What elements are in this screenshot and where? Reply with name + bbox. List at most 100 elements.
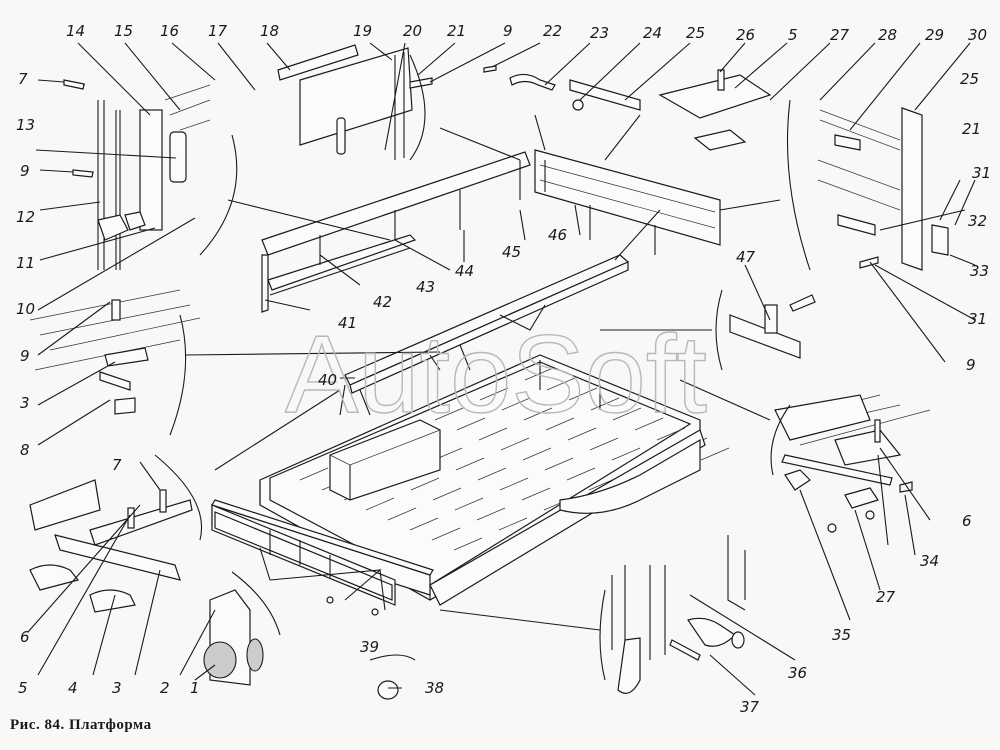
- callout-3: 3: [112, 679, 122, 697]
- callout-23: 23: [590, 24, 609, 42]
- callout-27: 27: [830, 26, 850, 44]
- floor-slot: [546, 377, 576, 391]
- floor-slot: [499, 477, 529, 491]
- floor-slot: [455, 457, 485, 471]
- floor-slot: [634, 417, 664, 431]
- floor-slot: [501, 397, 531, 411]
- callout-25: 25: [686, 24, 705, 42]
- floor-slot: [434, 407, 464, 421]
- callout-4: 4: [68, 679, 78, 697]
- detail-stake: [277, 44, 433, 161]
- callout-35: 35: [832, 626, 851, 644]
- floor-slot: [522, 447, 552, 461]
- floor-slot: [524, 367, 554, 381]
- callout-21: 21: [447, 22, 466, 40]
- floor-slot: [454, 497, 484, 511]
- detail-buffer: [203, 571, 281, 686]
- callout-40: 40: [318, 371, 337, 389]
- floor-slot: [567, 427, 597, 441]
- callout-8: 8: [20, 441, 30, 459]
- callout-38: 38: [425, 679, 444, 697]
- callout-41: 41: [338, 314, 357, 332]
- tailgate: [211, 504, 396, 616]
- callout-28: 28: [878, 26, 897, 44]
- callout-26: 26: [736, 26, 755, 44]
- callout-37: 37: [740, 698, 760, 716]
- floor-slot: [589, 437, 619, 451]
- leader-lines: [27, 42, 976, 696]
- callout-9: 9: [503, 22, 513, 40]
- floor-slot: [432, 487, 462, 501]
- callout-1: 1: [190, 679, 200, 697]
- callout-17: 17: [208, 22, 228, 40]
- callout-14: 14: [66, 22, 85, 40]
- floor-slot: [365, 497, 395, 511]
- callout-33: 33: [970, 262, 989, 280]
- side-board: [261, 149, 721, 313]
- callout-19: 19: [353, 22, 372, 40]
- callout-18: 18: [260, 22, 279, 40]
- detail-corner-post: [817, 107, 949, 271]
- callout-7: 7: [18, 70, 28, 88]
- callout-42: 42: [373, 293, 392, 311]
- detail-plates: [29, 454, 203, 613]
- callout-31: 31: [968, 310, 987, 328]
- callout-9: 9: [20, 347, 30, 365]
- floor-slot: [568, 387, 598, 401]
- detail-plate-right: [770, 394, 931, 533]
- callout-31: 31: [972, 164, 991, 182]
- callout-9: 9: [20, 162, 30, 180]
- callout-6: 6: [20, 628, 30, 646]
- floor-slot: [521, 487, 551, 501]
- floor-slot: [700, 447, 730, 461]
- callout-27: 27: [876, 588, 896, 606]
- callout-43: 43: [416, 278, 435, 296]
- callout-34: 34: [920, 552, 939, 570]
- callout-29: 29: [925, 26, 944, 44]
- callout-2: 2: [160, 679, 170, 697]
- floor-slot: [566, 467, 596, 481]
- detail-latch: [483, 65, 811, 271]
- callout-47: 47: [736, 248, 756, 266]
- callout-6: 6: [962, 512, 972, 530]
- floor-slot: [498, 517, 528, 531]
- callout-labels: 14 15 16 17 18 19 20 21 9 22 23 24 25 26…: [16, 22, 991, 716]
- callout-25: 25: [960, 70, 979, 88]
- floor-slot: [477, 467, 507, 481]
- detail-hinge-left: [63, 79, 238, 270]
- callout-12: 12: [16, 208, 35, 226]
- floor-slot: [545, 417, 575, 431]
- floor-slot: [611, 447, 641, 461]
- floor-slot: [478, 427, 508, 441]
- callout-5: 5: [788, 26, 798, 44]
- callout-3: 3: [20, 394, 30, 412]
- callout-24: 24: [643, 24, 662, 42]
- callout-9: 9: [966, 356, 976, 374]
- callout-20: 20: [403, 22, 422, 40]
- callout-5: 5: [18, 679, 28, 697]
- floor-slot: [500, 437, 530, 451]
- callout-11: 11: [16, 254, 35, 272]
- watermark: AutoSoft: [285, 313, 707, 436]
- callout-45: 45: [502, 243, 521, 261]
- callout-39: 39: [360, 638, 379, 656]
- callout-15: 15: [114, 22, 133, 40]
- callout-16: 16: [160, 22, 179, 40]
- floor-slot: [299, 467, 329, 481]
- callout-10: 10: [16, 300, 35, 318]
- callout-21: 21: [962, 120, 981, 138]
- floor-slot: [590, 397, 620, 411]
- callout-44: 44: [455, 262, 474, 280]
- callout-30: 30: [968, 26, 987, 44]
- floor-slot: [456, 417, 486, 431]
- floor-slot: [387, 507, 417, 521]
- figure-caption: Рис. 84. Платформа: [10, 717, 152, 733]
- floor-slot: [656, 427, 686, 441]
- floor-slot: [544, 457, 574, 471]
- floor-slot: [479, 387, 509, 401]
- floor-slot: [409, 517, 439, 531]
- floor-slot: [410, 477, 440, 491]
- floor-slot: [476, 507, 506, 521]
